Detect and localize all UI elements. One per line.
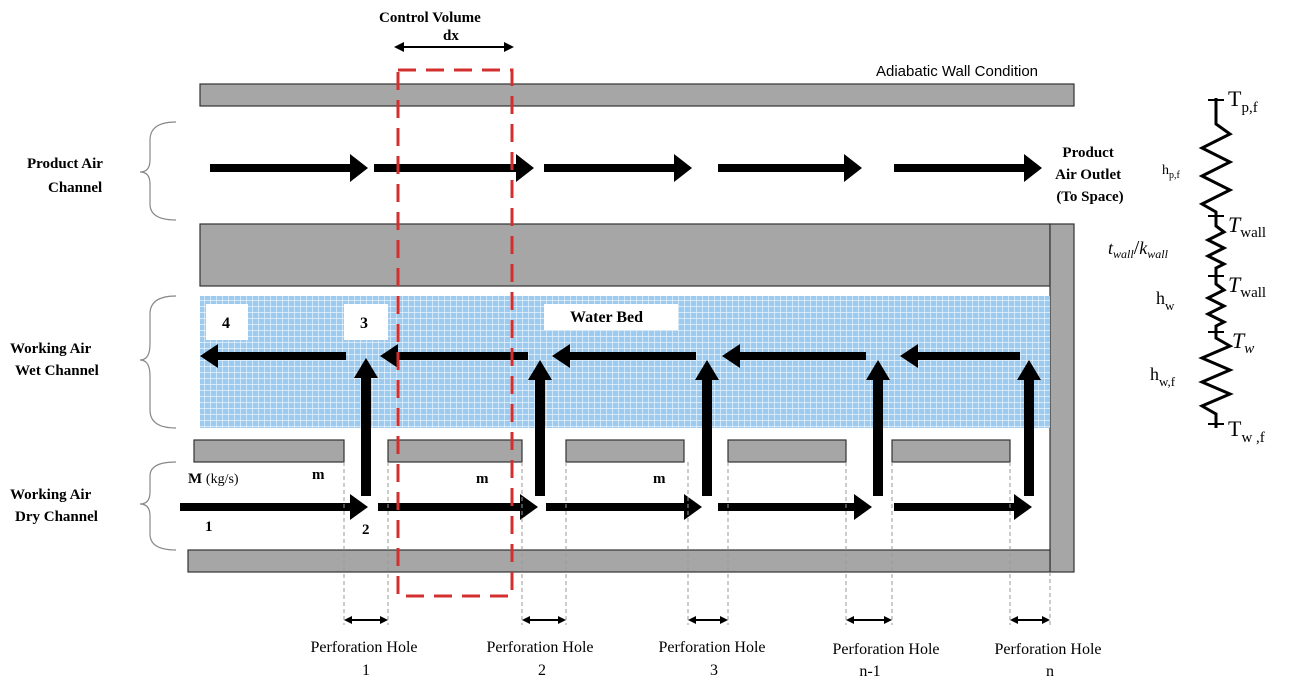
m-flow-label: m: [476, 471, 489, 487]
bottom-wall: [187, 549, 1051, 573]
outlet-label: Product Air Outlet (To Space): [1055, 145, 1125, 205]
hole-width-arrows: [344, 616, 1050, 624]
product-air-arrows: [210, 154, 1042, 182]
adiabatic-wall: [199, 83, 1075, 107]
dx-dimension-arrow: [394, 42, 514, 52]
perforation-up-arrow: [866, 360, 890, 496]
perforation-up-arrow: [1017, 360, 1041, 496]
h-wf-label: hw,f: [1150, 364, 1176, 389]
dry-air-arrow: [546, 494, 702, 520]
dry-channel-label: Working Air Dry Channel: [10, 487, 98, 525]
state-4-box: [206, 304, 248, 340]
product-channel-brace: [139, 121, 177, 221]
product-channel-label: Product Air Channel: [27, 156, 106, 196]
perforated-plate-segment: [565, 439, 685, 463]
dry-air-arrow: [378, 494, 538, 520]
product-air-arrow: [718, 154, 862, 182]
wet-channel-label: Working Air Wet Channel: [10, 341, 99, 379]
perforated-plate-segment: [727, 439, 847, 463]
t-pf-label: Tp,f: [1228, 86, 1258, 116]
hole-dimensions: [343, 462, 1051, 625]
perforation-up-arrow: [695, 360, 719, 496]
dry-air-arrow: [718, 494, 872, 520]
product-air-arrow: [210, 154, 368, 182]
state-3-label: 3: [360, 315, 368, 332]
perforation-up-arrow: [528, 360, 552, 496]
dry-channel-arrows: [180, 494, 1032, 520]
t-w-label: Tw: [1232, 328, 1254, 357]
mass-flow-label: M (kg/s): [188, 471, 239, 487]
state-1-label: 1: [205, 519, 213, 535]
hole-label-1: Perforation Hole 1: [310, 639, 421, 679]
hole-label-2: Perforation Hole 2: [486, 639, 597, 679]
wet-air-arrow: [200, 344, 346, 368]
wet-air-arrow: [900, 344, 1020, 368]
separating-wall: [199, 223, 1051, 287]
product-air-arrow: [894, 154, 1042, 182]
control-volume-title: Control Volume: [379, 10, 481, 26]
control-volume-box: [396, 68, 514, 598]
t-wall-top-label: Twall: [1228, 212, 1266, 241]
perforation-up-arrow: [354, 358, 378, 496]
dry-air-arrow: [894, 494, 1032, 520]
perforated-plate-segment: [193, 439, 345, 463]
h-w-label: hw: [1156, 288, 1175, 313]
water-bed-label: Water Bed: [570, 309, 643, 326]
wet-air-arrow: [722, 344, 866, 368]
resistance-network: [1198, 98, 1234, 428]
state-3-box: [344, 304, 388, 340]
product-air-arrow: [544, 154, 692, 182]
t-wf-label: Tw ,f: [1228, 416, 1265, 446]
hole-label-3: Perforation Hole 3: [658, 639, 769, 679]
m-flow-label: m: [653, 471, 666, 487]
wet-channel-arrows: [200, 344, 1020, 368]
t-wall-k-wall-label: twall/kwall: [1108, 237, 1169, 261]
h-pf-label: hp,f: [1162, 163, 1181, 181]
m-flow-label: m: [312, 467, 325, 483]
dry-channel-brace: [139, 461, 177, 551]
t-wall-bottom-label: Twall: [1228, 272, 1266, 301]
dry-air-arrow: [180, 494, 368, 520]
end-wall: [1049, 223, 1075, 573]
state-2-label: 2: [362, 522, 370, 538]
perforated-plate-segment: [891, 439, 1011, 463]
wet-air-arrow: [552, 344, 696, 368]
dx-label: dx: [443, 28, 459, 44]
hole-label-n-1: Perforation Hole n-1: [832, 641, 943, 680]
perforation-flow-arrows: [354, 358, 1041, 496]
state-4-label: 4: [222, 315, 230, 332]
adiabatic-wall-label: Adiabatic Wall Condition: [876, 63, 1038, 80]
product-air-arrow: [374, 154, 534, 182]
resistor-line: [1198, 98, 1234, 428]
wet-air-arrow: [380, 344, 528, 368]
hole-label-n: Perforation Hole n: [994, 641, 1105, 680]
perforated-plate-segment: [387, 439, 523, 463]
wet-channel-brace: [139, 295, 177, 429]
water-bed-box: [544, 304, 678, 330]
